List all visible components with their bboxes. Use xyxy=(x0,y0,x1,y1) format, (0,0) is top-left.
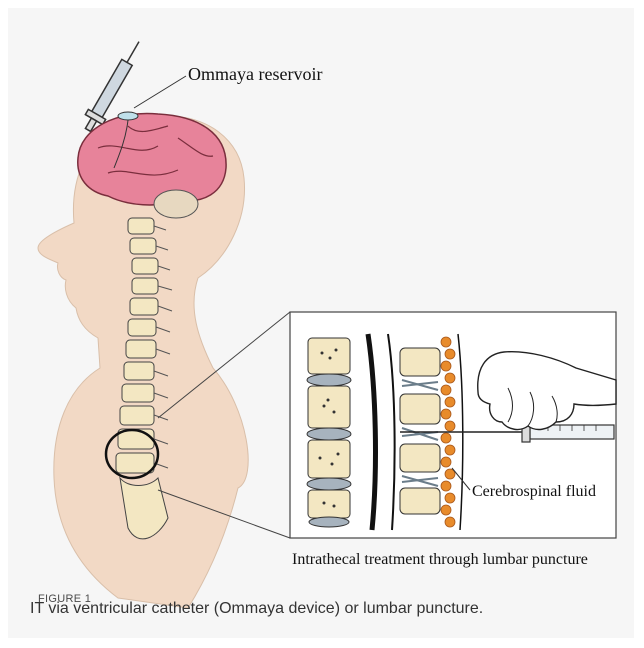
cerebellum xyxy=(154,190,198,218)
csf-label: Cerebrospinal fluid xyxy=(472,483,596,500)
treatment-label: Intrathecal treatment through lumbar pun… xyxy=(292,551,588,568)
brain xyxy=(78,113,226,204)
reservoir-label: Ommaya reservoir xyxy=(188,64,322,84)
ommaya-reservoir xyxy=(118,112,138,120)
figure-caption: IT via ventricular catheter (Ommaya devi… xyxy=(30,600,483,618)
figure-card: Ommaya reservoir xyxy=(8,8,634,638)
vertebral-bodies xyxy=(307,338,351,527)
lumbar-puncture-illustration: Ommaya reservoir xyxy=(8,8,634,638)
